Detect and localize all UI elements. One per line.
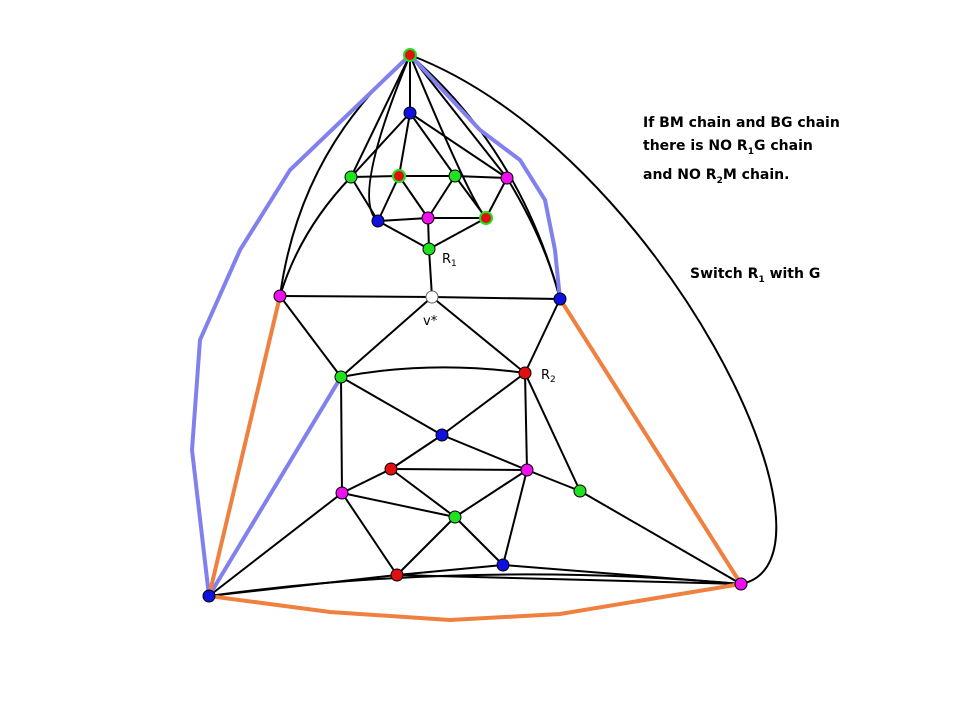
graph-vertices [202,48,748,603]
edge [409,54,508,179]
vertex-g1 [344,170,358,184]
vertex-r4 [384,462,398,476]
edge [350,54,411,178]
edge [524,298,561,374]
vertex-g4 [448,510,462,524]
edge [340,296,433,378]
orange-chain-bottom [208,582,742,623]
vertex-b1 [403,106,417,120]
edge [485,177,508,219]
edge-curve [409,54,487,219]
edge [454,516,504,566]
edge [208,492,343,597]
edge [431,296,526,374]
edge [398,175,429,219]
edge [341,492,398,576]
edge-curve [368,54,411,222]
edge [398,112,411,177]
edge [454,469,528,518]
edge [350,112,411,178]
label-vstar: v* [423,314,438,329]
edge [390,468,528,471]
edge [396,516,456,576]
edge [340,376,443,436]
edge-curve [279,176,352,297]
vertex-m1 [500,171,514,185]
edge-curve [409,54,778,585]
edge [377,220,430,250]
edge [524,372,581,492]
label-r2: R2 [541,368,556,385]
vertex-b4 [496,558,510,572]
edge [377,217,429,222]
edge [396,574,742,585]
vertex-m3 [520,463,534,477]
edge [427,175,456,219]
blue-chain-diagonal [207,375,343,598]
vertex-b3 [435,428,449,442]
vertex-mBR [734,577,748,591]
vertex-gR1 [422,242,436,256]
edge [350,176,379,222]
vertex-mL [273,289,287,303]
edge [279,295,433,298]
edge [396,564,504,576]
edge [428,248,433,298]
vertex-bR [553,292,567,306]
edge [441,434,528,471]
edge [350,175,400,178]
edge [390,468,456,518]
orange-chain-left [207,295,282,597]
edge [409,112,508,179]
edge [524,372,528,471]
vertex-g2 [448,169,462,183]
vertex-r1 [392,169,406,183]
edge [441,372,526,436]
vertex-bBL [202,589,216,603]
edge-curve [208,573,742,597]
vertex-rR2 [518,366,532,380]
edge [390,434,443,470]
edge-curve [340,366,526,378]
orange-chain-right [558,297,743,586]
blue-chain-left [189,53,412,597]
vertex-top [403,48,417,62]
edge [409,112,456,177]
label-r1: R1 [442,252,457,269]
vertex-vstar [425,290,439,304]
edge [377,175,400,222]
edge [340,376,343,494]
edge [526,469,581,492]
caption-line-2: there is NO R1G chain [643,138,813,157]
edge [502,469,528,566]
edge [279,295,342,378]
vertex-m2 [421,211,435,225]
caption-line-3: and NO R2M chain. [643,166,790,186]
blue-chain-right [408,53,562,300]
edge [431,296,561,300]
instruction-text: Switch R1 with G [690,266,821,285]
vertex-r5 [390,568,404,582]
vertex-r3 [479,211,493,225]
edge [579,490,742,585]
edge-curve [506,177,561,300]
edge [341,492,456,518]
caption-line-1: If BM chain and BG chain [643,115,840,131]
edge [428,217,487,250]
chains [189,53,743,623]
edge [341,468,392,494]
vertex-b2 [371,214,385,228]
vertex-gL [334,370,348,384]
vertex-m4 [335,486,349,500]
vertex-g3 [573,484,587,498]
caption-text: If BM chain and BG chain there is NO R1G… [643,112,840,193]
